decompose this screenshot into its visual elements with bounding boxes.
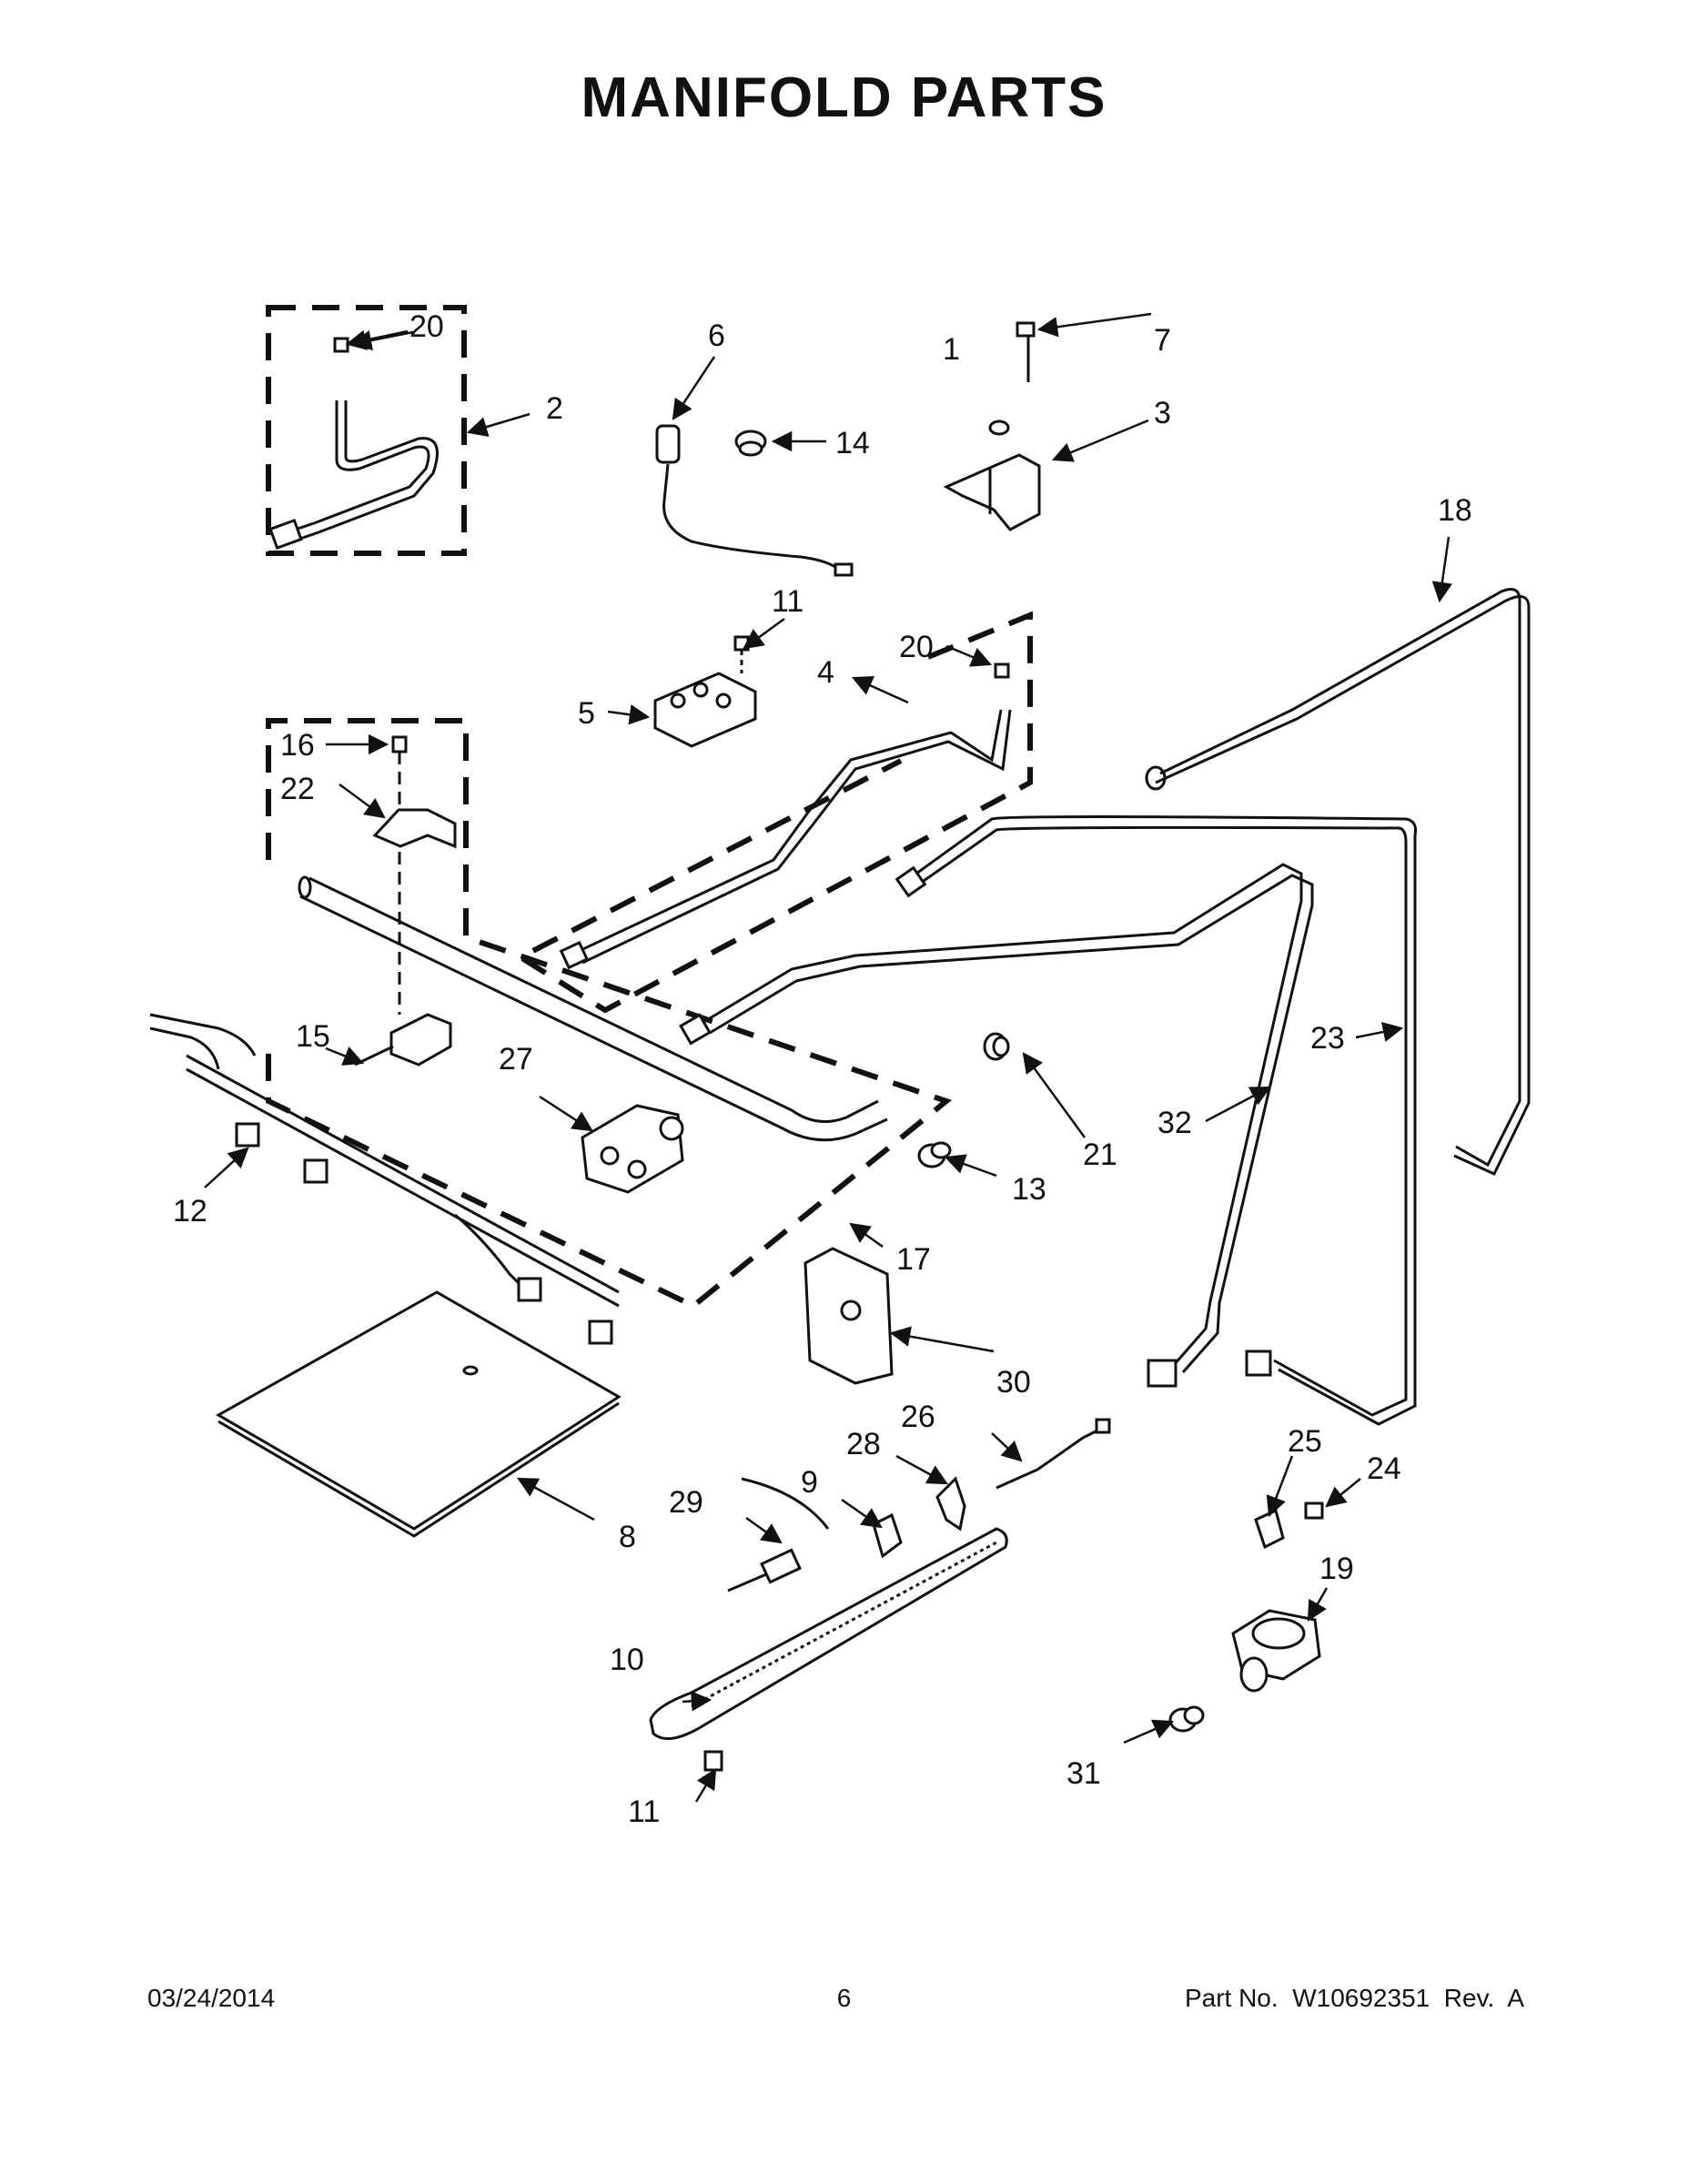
- callout-12: 12: [173, 1194, 207, 1228]
- callout-9: 9: [801, 1465, 818, 1500]
- callout-30: 30: [996, 1365, 1031, 1400]
- callout-21: 21: [1083, 1138, 1117, 1172]
- part-31-fitting: [1168, 1705, 1205, 1733]
- callout-27: 27: [499, 1042, 533, 1077]
- callout-29: 29: [669, 1485, 703, 1520]
- callout-26: 26: [901, 1400, 935, 1434]
- part-26-thermocouple: [996, 1418, 1111, 1490]
- callout-16: 16: [280, 728, 315, 763]
- part-27-valve-body: [581, 1104, 684, 1194]
- callout-labels: 1 2 3 4 5 6 7 8 9 10 11 11 12 13 14 15 1…: [173, 309, 1472, 1829]
- part-2-tube: [268, 337, 439, 551]
- callout-6: 6: [708, 318, 725, 353]
- part-18-tube: [1145, 588, 1531, 1176]
- group-box-part-2: [266, 305, 467, 556]
- callout-4: 4: [817, 655, 834, 690]
- page-title: MANIFOLD PARTS: [581, 66, 1107, 129]
- part-6-ignitor: [655, 424, 854, 577]
- callout-24: 24: [1367, 1451, 1401, 1486]
- callout-3: 3: [1154, 396, 1171, 430]
- part-30-plate: [804, 1247, 894, 1385]
- callout-17: 17: [896, 1242, 931, 1277]
- callout-19: 19: [1319, 1552, 1354, 1586]
- callout-13: 13: [1012, 1172, 1046, 1207]
- part-5-valve-block: [653, 635, 757, 748]
- callout-23: 23: [1310, 1021, 1345, 1056]
- callout-14: 14: [835, 426, 870, 460]
- callout-leaders: [204, 312, 1453, 1803]
- callout-15: 15: [296, 1019, 330, 1054]
- callout-20b: 20: [899, 630, 934, 664]
- callout-20a: 20: [409, 309, 444, 344]
- callout-25: 25: [1288, 1424, 1322, 1459]
- footer-rev-value: A: [1507, 1984, 1524, 2012]
- footer-date: 03/24/2014: [147, 1984, 276, 2012]
- group-box-part-17: [266, 718, 953, 1309]
- part-14-grommet: [734, 430, 767, 457]
- callout-2: 2: [546, 391, 563, 426]
- footer-page-number: 6: [836, 1984, 852, 2012]
- callout-11b: 11: [628, 1795, 660, 1829]
- footer-part-value: W10692351: [1292, 1984, 1430, 2012]
- callout-22: 22: [280, 772, 315, 806]
- footer-part-label: Part No.: [1184, 1984, 1279, 2012]
- callout-11a: 11: [772, 584, 804, 619]
- part-23-tube: [895, 815, 1417, 1426]
- footer-part-number: Part No. W10692351 Rev. A: [1185, 1984, 1524, 2013]
- part-16-22-15-valve-mount: [354, 735, 457, 1067]
- callout-10: 10: [610, 1643, 644, 1677]
- part-25-clip: [1254, 1508, 1285, 1550]
- callout-32: 32: [1157, 1106, 1192, 1140]
- part-3-bracket-assembly: [943, 321, 1041, 531]
- callout-28: 28: [846, 1427, 881, 1461]
- part-29-igniter-sensor: [727, 1477, 830, 1592]
- group-box-part-4: [514, 611, 1033, 1014]
- footer-rev-label: Rev.: [1443, 1984, 1495, 2012]
- part-19-regulator: [1231, 1609, 1321, 1693]
- part-10-burner: [649, 1527, 1008, 1772]
- callout-7: 7: [1154, 323, 1171, 358]
- part-4-tube: [559, 662, 1012, 970]
- part-32-tube: [679, 863, 1314, 1388]
- part-12-wire-harness: [149, 1013, 620, 1345]
- part-9-bracket: [872, 1512, 903, 1559]
- callout-18: 18: [1438, 493, 1472, 528]
- part-13-21-fittings: [917, 1032, 1010, 1168]
- callout-5: 5: [578, 696, 595, 731]
- part-28-clip: [935, 1476, 966, 1532]
- part-8-panel: [215, 1290, 622, 1538]
- part-24-screw: [1304, 1502, 1324, 1520]
- callout-8: 8: [619, 1520, 636, 1554]
- callout-31: 31: [1066, 1756, 1101, 1791]
- callout-1: 1: [943, 332, 960, 367]
- part-17-manifold-pipe: [298, 875, 888, 1142]
